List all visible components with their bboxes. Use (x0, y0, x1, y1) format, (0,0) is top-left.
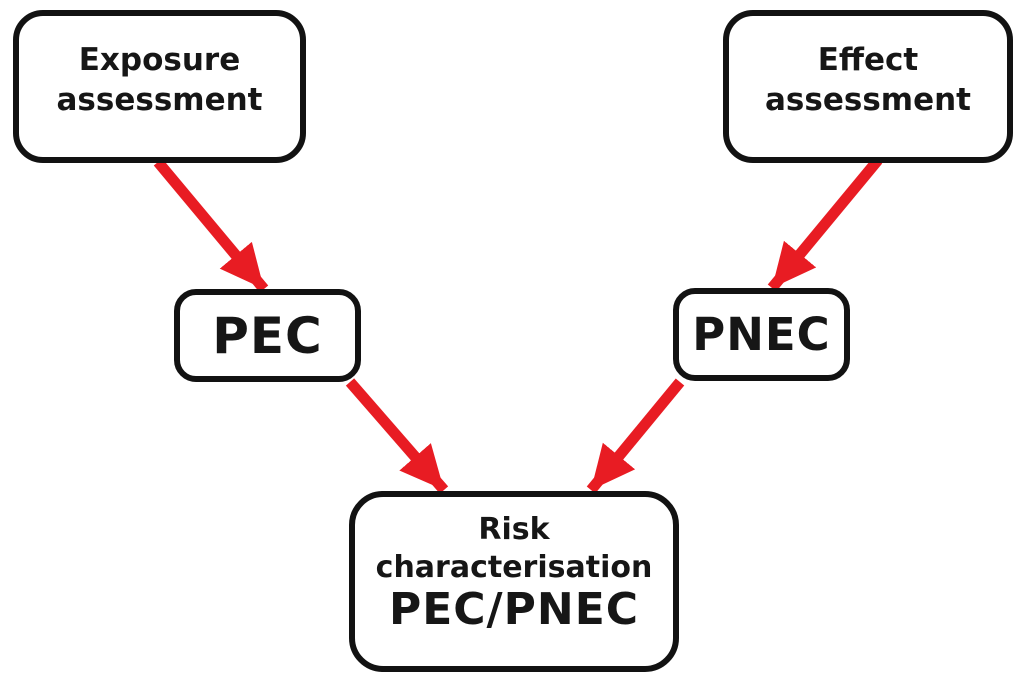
node-pnec: PNEC (673, 288, 850, 381)
node-label: PEC (212, 306, 323, 365)
node-exposure-assessment: Exposure assessment (13, 10, 306, 163)
node-label: PNEC (692, 308, 831, 361)
node-label-line: assessment (765, 82, 971, 118)
node-label-line: characterisation (375, 550, 653, 585)
arrow-pec-to-risk (345, 378, 449, 494)
node-label-line: Exposure (78, 42, 241, 78)
node-effect-assessment: Effect assessment (723, 10, 1013, 163)
node-risk-characterisation: Risk characterisation PEC/PNEC (349, 491, 679, 672)
arrow-pnec-to-risk (586, 378, 685, 494)
arrow-exposure-to-pec (153, 158, 269, 293)
node-label-line: assessment (56, 82, 263, 118)
arrow-effect-to-pnec (767, 156, 883, 292)
node-label-line: Effect (817, 42, 919, 78)
node-pec: PEC (174, 289, 361, 382)
node-label-line: PEC/PNEC (388, 584, 640, 635)
node-label-line: Risk (478, 512, 550, 547)
